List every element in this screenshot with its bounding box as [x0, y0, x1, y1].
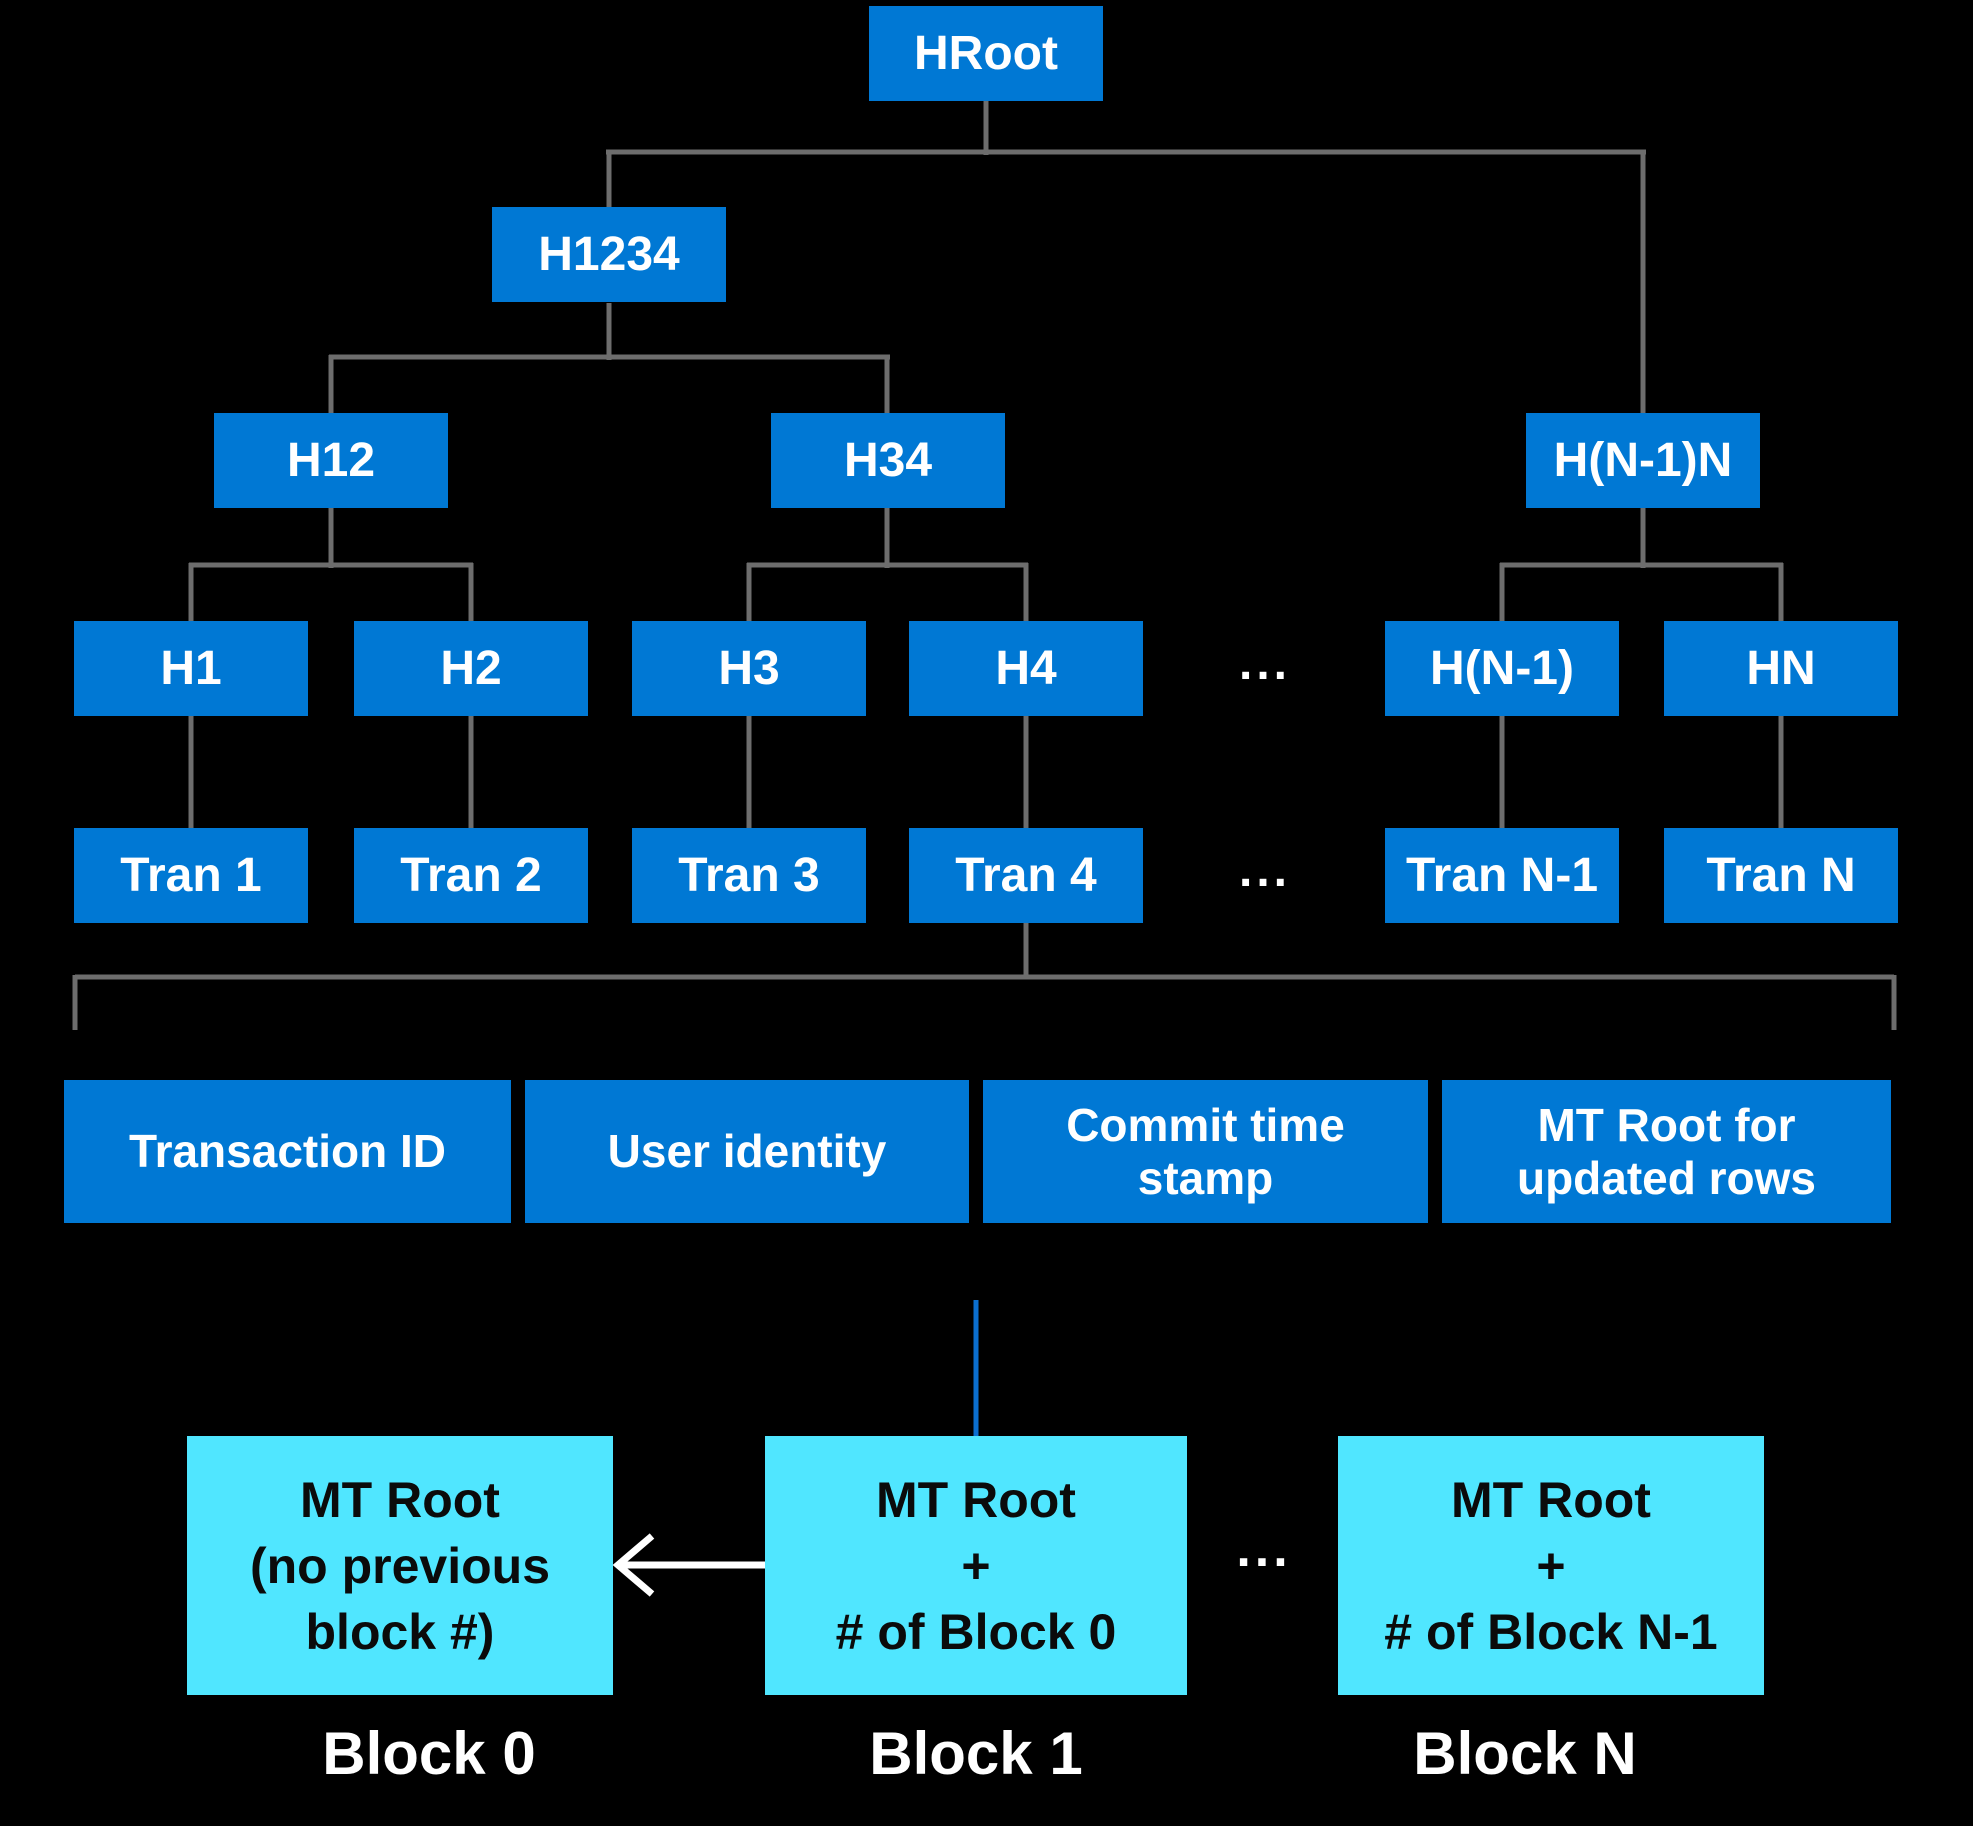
- tree-node-tran1: Tran 1: [74, 828, 308, 923]
- tree-node-h4: H4: [909, 621, 1143, 716]
- transaction-detail-bracket: [72, 923, 1897, 1030]
- tree-node-h3: H3: [632, 621, 866, 716]
- block-text-line: (no previous: [249, 1537, 551, 1594]
- tree-node-hn-1: H(N-1): [1385, 621, 1619, 716]
- tree-node-h34: H34: [771, 413, 1005, 508]
- block-row-ellipsis: ...: [1236, 1520, 1292, 1578]
- tree-node-tran2: Tran 2: [354, 828, 588, 923]
- hash-row-ellipsis: ...: [1238, 637, 1291, 690]
- tree-connector-lines: [188, 101, 1784, 828]
- record-field-line: MT Root for: [1537, 1098, 1796, 1151]
- tree-node-h1: H1: [74, 621, 308, 716]
- record-field-transaction-id: Transaction ID: [64, 1080, 511, 1223]
- prev-block-arrow-icon: [612, 1533, 767, 1597]
- transaction-row-ellipsis: ...: [1238, 844, 1291, 897]
- block-text-line: MT Root: [876, 1471, 1076, 1528]
- tree-node-tran3: Tran 3: [632, 828, 866, 923]
- block-text-line: MT Root: [1451, 1471, 1651, 1528]
- block-text-line: +: [1536, 1537, 1566, 1594]
- record-field-line: User identity: [607, 1125, 887, 1177]
- tree-node-h1234: H1234: [492, 207, 726, 302]
- block-n-box: MT Root + # of Block N-1: [1338, 1436, 1764, 1695]
- tree-node-h2: H2: [354, 621, 588, 716]
- record-field-line: updated rows: [1516, 1151, 1817, 1204]
- record-field-user-identity: User identity: [525, 1080, 969, 1223]
- record-field-commit-time-stamp: Commit time stamp: [983, 1080, 1428, 1223]
- block-1-label: Block 1: [869, 1720, 1083, 1787]
- tree-node-tran-n: Tran N: [1664, 828, 1898, 923]
- tree-node-hn-1n: H(N-1)N: [1526, 413, 1760, 508]
- block-0-label: Block 0: [322, 1720, 536, 1787]
- block-text-line: # of Block 0: [835, 1603, 1117, 1660]
- record-field-line: Transaction ID: [129, 1125, 446, 1177]
- record-field-line: Commit time: [1066, 1098, 1345, 1151]
- block-text-line: # of Block N-1: [1384, 1603, 1718, 1660]
- block-text-line: block #): [305, 1603, 495, 1660]
- tree-node-hn: HN: [1664, 621, 1898, 716]
- block-text-line: MT Root: [300, 1471, 500, 1528]
- tree-node-h12: H12: [214, 413, 448, 508]
- block-text-line: +: [961, 1537, 991, 1594]
- tree-node-tran-n-1: Tran N-1: [1385, 828, 1619, 923]
- block-1-box: MT Root + # of Block 0: [765, 1436, 1187, 1695]
- record-field-line: stamp: [1137, 1151, 1274, 1204]
- tree-node-tran4: Tran 4: [909, 828, 1143, 923]
- block-0-box: MT Root (no previous block #): [187, 1436, 613, 1695]
- block-n-label: Block N: [1413, 1720, 1637, 1787]
- record-field-mt-root-updated-rows: MT Root for updated rows: [1442, 1080, 1891, 1223]
- tree-node-hroot: HRoot: [869, 6, 1103, 101]
